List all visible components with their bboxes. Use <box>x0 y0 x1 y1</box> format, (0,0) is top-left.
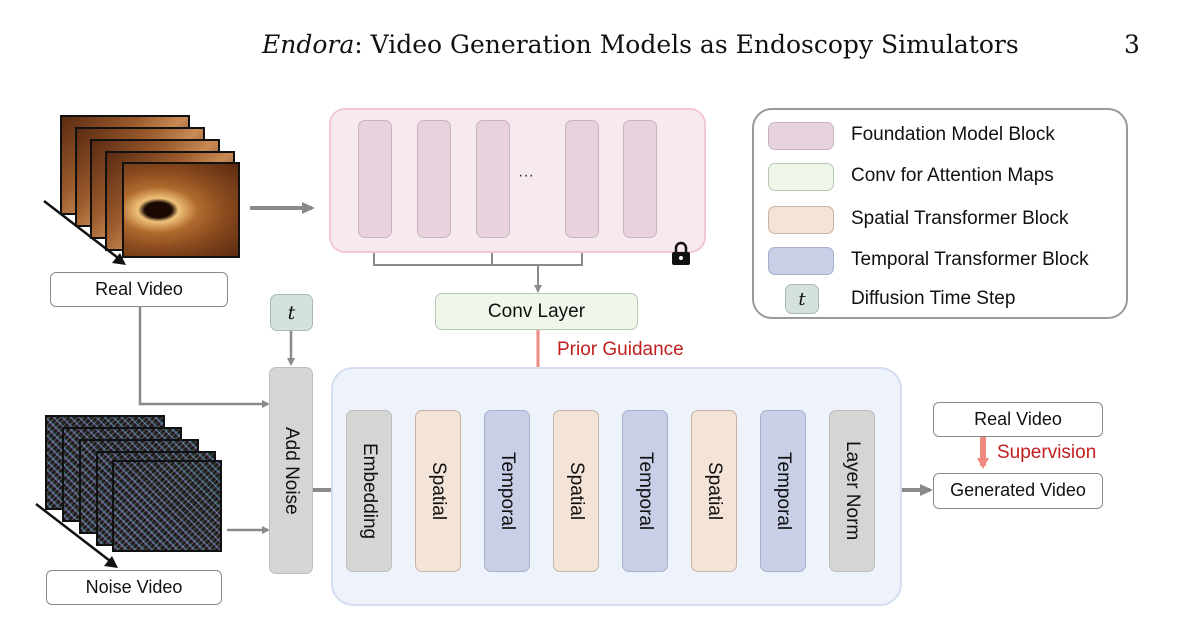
block-label: Layer Norm <box>842 441 863 541</box>
temporal-block: Temporal <box>622 410 668 572</box>
legend: Foundation Model Block Conv for Attentio… <box>752 108 1128 319</box>
spatial-block: Spatial <box>691 410 737 572</box>
embedding-block: Embedding <box>346 410 392 572</box>
block-label: Spatial <box>704 461 725 521</box>
noise-video-label: Noise Video <box>46 570 222 605</box>
noise-frame-front <box>112 460 222 552</box>
real-video-frames <box>40 110 250 270</box>
foundation-block <box>623 120 657 238</box>
block-label: Embedding <box>359 442 380 540</box>
block-label: Temporal <box>635 451 656 531</box>
foundation-block <box>358 120 392 238</box>
foundation-ellipsis: ··· <box>518 167 534 184</box>
conv-layer-block: Conv Layer <box>435 293 638 330</box>
legend-label: Spatial Transformer Block <box>851 208 1069 229</box>
temporal-block: Temporal <box>760 410 806 572</box>
output-real-video-label: Real Video <box>933 402 1103 437</box>
prior-guidance-label: Prior Guidance <box>557 339 684 360</box>
generated-video-label: Generated Video <box>933 473 1103 509</box>
legend-swatch-foundation <box>768 122 834 150</box>
paper-title-italic: Endora <box>262 30 355 59</box>
conv-layer-label: Conv Layer <box>487 300 586 322</box>
foundation-block <box>476 120 510 238</box>
time-step-box: t <box>270 294 313 331</box>
temporal-block: Temporal <box>484 410 530 572</box>
legend-swatch-temporal <box>768 247 834 275</box>
legend-swatch-spatial <box>768 206 834 234</box>
block-label: Spatial <box>428 461 449 521</box>
supervision-label: Supervision <box>997 442 1097 463</box>
legend-label: Conv for Attention Maps <box>851 165 1054 186</box>
foundation-block <box>417 120 451 238</box>
block-label: Temporal <box>773 451 794 531</box>
noise-video-frames <box>30 410 230 570</box>
spatial-block: Spatial <box>553 410 599 572</box>
legend-label: Diffusion Time Step <box>851 288 1016 309</box>
paper-title-rest: : Video Generation Models as Endoscopy S… <box>354 30 1019 59</box>
block-label: Temporal <box>497 451 518 531</box>
video-frame-front <box>122 162 240 258</box>
paper-title: Endora: Video Generation Models as Endos… <box>262 30 1019 59</box>
foundation-block <box>565 120 599 238</box>
legend-label: Foundation Model Block <box>851 124 1055 145</box>
add-noise-block: Add Noise <box>269 367 313 574</box>
layer-norm-block: Layer Norm <box>829 410 875 572</box>
block-label: Spatial <box>566 461 587 521</box>
time-step-symbol: t <box>287 301 296 324</box>
real-video-label: Real Video <box>50 272 228 307</box>
page-header: Endora: Video Generation Models as Endos… <box>0 26 1184 66</box>
lock-icon <box>672 241 690 265</box>
legend-label: Temporal Transformer Block <box>851 249 1089 270</box>
spatial-block: Spatial <box>415 410 461 572</box>
add-noise-label: Add Noise <box>281 426 302 515</box>
time-axis-arrow <box>43 200 126 265</box>
page-number: 3 <box>1124 30 1140 59</box>
legend-time-symbol: t <box>798 288 806 310</box>
legend-swatch-conv <box>768 163 834 191</box>
legend-swatch-time-step: t <box>785 284 819 314</box>
time-axis-arrow <box>35 503 118 568</box>
